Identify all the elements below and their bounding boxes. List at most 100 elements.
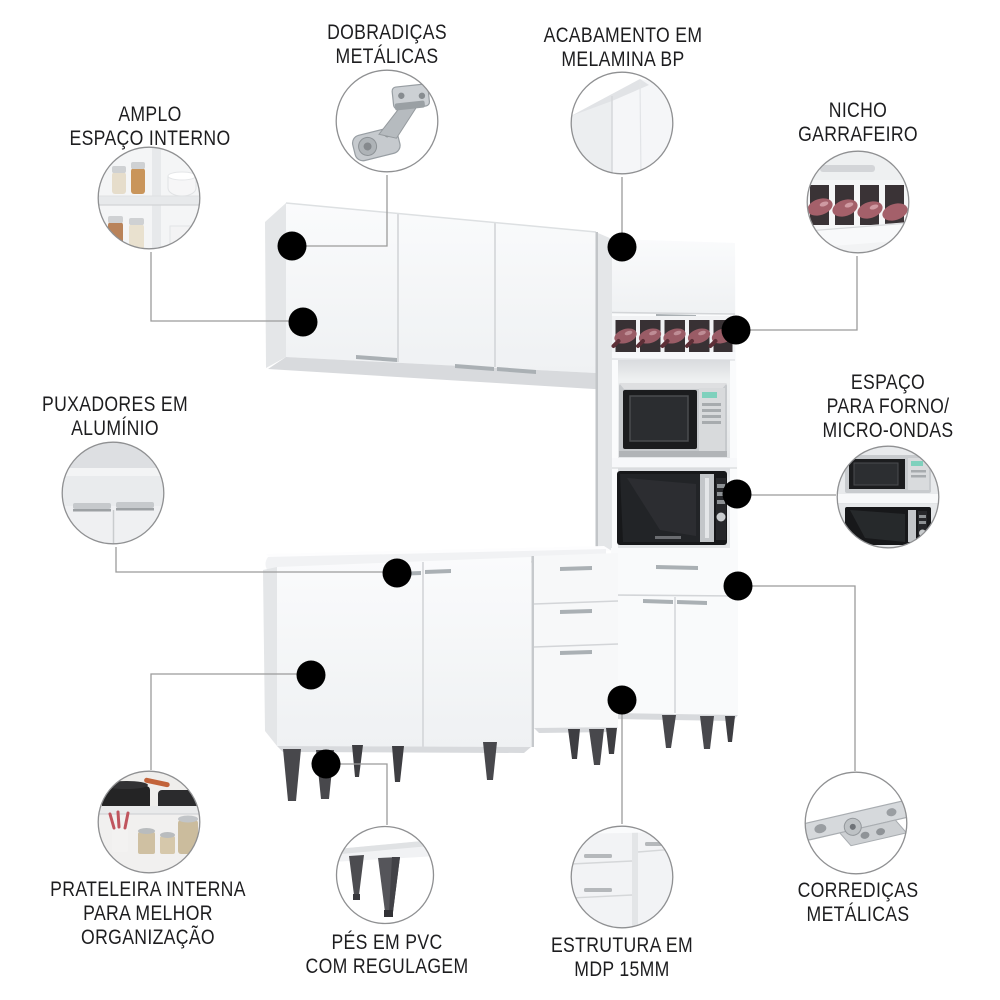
label-line: MDP 15MM — [574, 957, 670, 981]
microwave-niche-upper — [618, 360, 730, 458]
label-line: MELAMINA BP — [561, 47, 685, 71]
leg — [352, 745, 363, 777]
callout-label-espaco-forno-microondas: ESPAÇO PARA FORNO/ MICRO-ONDAS — [757, 370, 1000, 442]
callout-image-corredicas-metalicas — [804, 771, 908, 875]
label-line: PUXADORES EM — [42, 392, 188, 416]
callout-label-pes-pvc: PÉS EM PVC COM REGULAGEM — [256, 930, 518, 978]
callout-label-nicho-garrafeiro: NICHO GARRAFEIRO — [727, 98, 989, 146]
leg — [662, 715, 676, 748]
tall-base-handle-left — [643, 599, 673, 604]
connector-nicho — [738, 256, 858, 331]
wall-cabinet-top-edge — [285, 202, 597, 233]
label-line: GARRAFEIRO — [798, 122, 918, 146]
label-line: PARA FORNO/ — [826, 394, 950, 418]
callout-image-puxadores-aluminio — [61, 441, 165, 545]
dot-melamina — [607, 232, 637, 262]
label-line: ACABAMENTO EM — [543, 23, 703, 47]
tall-top-door — [612, 239, 735, 313]
drawer-handle-1 — [560, 566, 592, 571]
connector-prateleira — [150, 673, 309, 770]
base-door-handle-right — [425, 569, 451, 574]
tall-base-unit — [610, 548, 739, 749]
dot-dobradicas — [277, 231, 307, 261]
drawer-module — [533, 553, 619, 733]
wall-door-handle-3 — [497, 367, 536, 374]
dot-pes — [311, 749, 341, 779]
base-doors-front — [277, 557, 531, 747]
callout-label-acabamento-melamina: ACABAMENTO EM MELAMINA BP — [492, 23, 754, 71]
connector-puxadores — [115, 547, 395, 573]
wine-slots — [611, 320, 734, 352]
leg — [568, 729, 580, 759]
tall-cabinet-side — [598, 233, 612, 551]
callout-image-estrutura-mdp — [570, 825, 674, 929]
callout-image-acabamento-melamina — [570, 71, 674, 175]
dot-prateleira — [296, 660, 326, 690]
drawer-gap-2 — [533, 643, 619, 648]
leg — [606, 728, 617, 754]
label-line: ALUMÍNIO — [71, 416, 159, 440]
leg — [589, 729, 604, 765]
callout-image-espaco-forno-microondas — [836, 445, 940, 549]
tall-drawer-gap — [610, 594, 739, 597]
callout-label-estrutura-mdp: ESTRUTURA EM MDP 15MM — [491, 933, 753, 981]
wine-rack-shelf-edge — [611, 358, 736, 361]
wine-rack-shelf — [612, 352, 735, 359]
label-line: PRATELEIRA INTERNA — [50, 877, 246, 901]
label-line: NICHO — [828, 98, 888, 122]
wall-cabinet-side-panel — [265, 203, 286, 368]
dot-forno — [722, 479, 752, 509]
wall-cabinet-underside — [268, 357, 610, 390]
label-line: METÁLICAS — [806, 902, 910, 926]
tall-base-handle-right — [677, 600, 707, 605]
base-underside — [277, 746, 531, 753]
leg — [700, 716, 714, 749]
module-seam — [531, 556, 534, 747]
drawer-handle-2 — [560, 609, 592, 614]
callout-label-puxadores-aluminio: PUXADORES EM ALUMÍNIO — [0, 392, 246, 440]
hinge-illustration — [351, 83, 431, 162]
microwave-knob — [716, 512, 726, 522]
niche-divider-shelf — [612, 458, 737, 468]
label-line: METÁLICAS — [335, 44, 439, 68]
connector-amplo — [150, 252, 301, 322]
tall-drawer-handle — [656, 565, 698, 570]
leg — [725, 716, 735, 742]
dot-nicho — [721, 315, 751, 345]
label-line: ESPAÇO — [850, 370, 926, 394]
callout-label-dobradicas-metalicas: DOBRADIÇAS METÁLICAS — [256, 20, 518, 68]
drawer-module-front — [534, 553, 618, 728]
microwave-upper — [619, 383, 727, 457]
wall-door-handle-2 — [455, 364, 494, 371]
callout-label-corredicas-metalicas: CORREDIÇAS METÁLICAS — [727, 878, 989, 926]
microwave-handle — [705, 478, 709, 538]
connector-pes — [328, 763, 388, 825]
wall-cabinet — [265, 202, 610, 390]
tall-door-gap — [611, 311, 736, 315]
callout-image-nicho-garrafeiro — [806, 150, 910, 254]
label-line: PARA MELHOR — [83, 901, 213, 925]
connector-dobradicas — [294, 175, 388, 247]
dot-amplo — [288, 307, 318, 337]
callout-image-amplo-espaco-interno — [97, 146, 201, 250]
dot-puxadores — [382, 558, 412, 588]
dot-corredicas — [723, 571, 753, 601]
leg — [283, 749, 301, 801]
label-line: DOBRADIÇAS — [327, 20, 447, 44]
label-line: MICRO-ONDAS — [822, 418, 954, 442]
dot-estrutura — [607, 685, 637, 715]
wall-door-handle-1 — [356, 355, 397, 362]
microwave-lower — [617, 471, 727, 545]
label-line: AMPLO — [118, 102, 182, 126]
callout-image-dobradicas-metalicas — [335, 69, 439, 173]
callout-dots — [277, 231, 753, 779]
drawer-gap-1 — [533, 600, 619, 605]
label-line: PÉS EM PVC — [331, 930, 443, 954]
leg — [392, 746, 404, 782]
leg — [483, 742, 497, 780]
label-line: COM REGULAGEM — [305, 954, 469, 978]
base-side-panel — [263, 567, 277, 746]
kitchen-cabinet-product — [263, 202, 739, 801]
